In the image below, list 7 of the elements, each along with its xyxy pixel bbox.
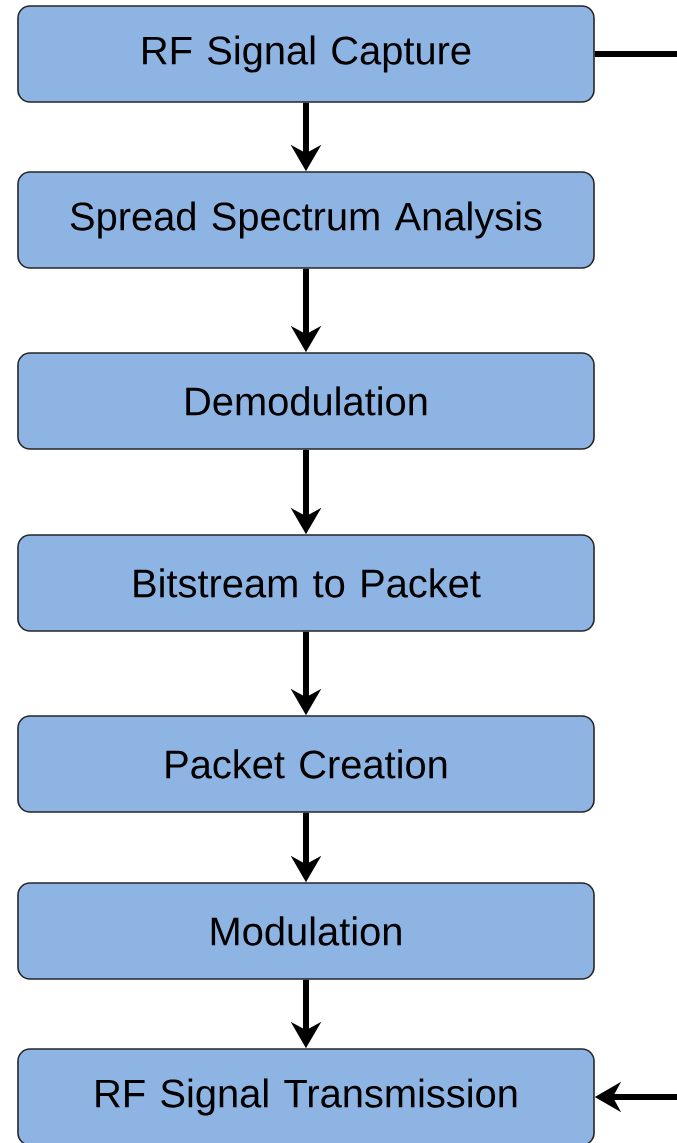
process-box: RF Signal Transmission: [17, 1048, 595, 1143]
process-box: Modulation: [17, 882, 595, 980]
process-box: Spread Spectrum Analysis: [17, 171, 595, 269]
process-box: Packet Creation: [17, 715, 595, 813]
process-box: Bitstream to Packet: [17, 534, 595, 632]
process-box: Demodulation: [17, 352, 595, 450]
process-box: RF Signal Capture: [17, 5, 595, 103]
